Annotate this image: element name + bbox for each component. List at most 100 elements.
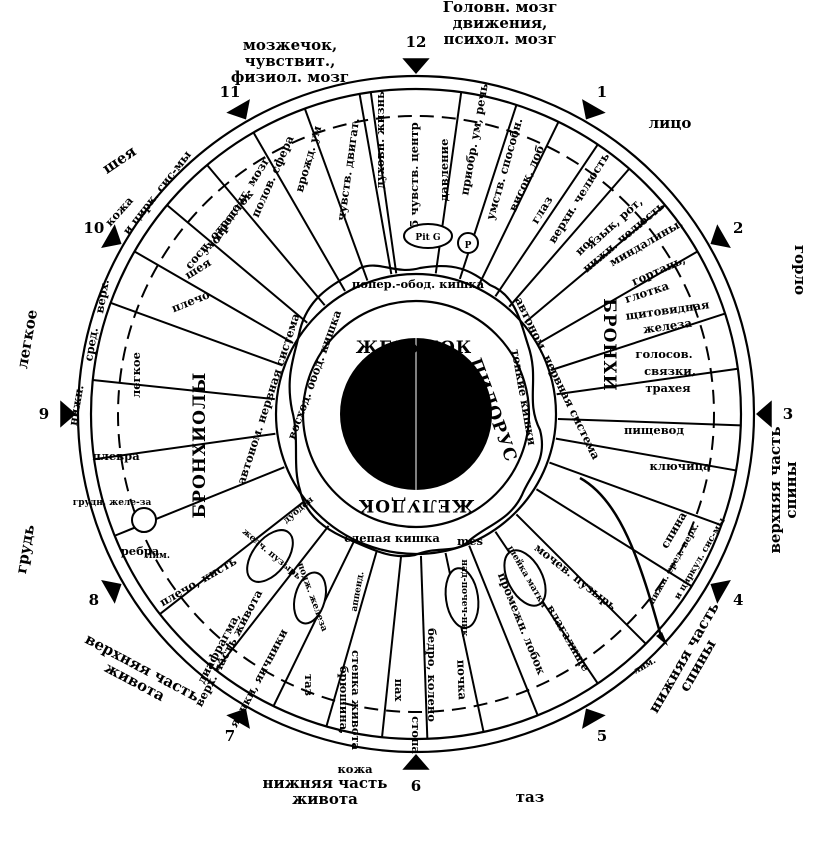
zone-label-stomach_bottom: ЖЕЛУДОК	[358, 495, 474, 515]
spoke-14	[515, 513, 647, 645]
zone-label-kidney: почка	[454, 659, 469, 700]
clock-markers	[60, 58, 772, 770]
zone-label-clavicle: ключица	[649, 459, 711, 473]
zone-label-foot: стопа	[409, 716, 423, 754]
zone-label-p: P	[465, 241, 472, 251]
clock-marker-2	[710, 224, 731, 248]
spoke-10	[557, 417, 741, 427]
zone-label-trachea: трахея	[645, 381, 691, 395]
zone-label-lower: нижн.	[66, 384, 87, 427]
zone-label-transverse: попер.-обод. кишка	[352, 277, 485, 291]
clock-number-10: 10	[83, 219, 104, 237]
spoke-30	[206, 164, 326, 306]
outer-label-throat: горло	[791, 245, 809, 295]
clock-number-8: 8	[89, 591, 99, 609]
clock-marker-6	[402, 754, 430, 770]
clock-marker-1	[582, 99, 606, 120]
zone-label-pit_g: Pit G	[415, 233, 440, 243]
outer-label-face: лицо	[649, 114, 692, 132]
zone-label-groin: пах	[392, 679, 406, 702]
clock-number-1: 1	[597, 83, 607, 101]
zone-label-eye: глаз	[528, 193, 556, 226]
zone-label-appendix: аппенд.	[350, 571, 367, 613]
spoke-18	[419, 555, 429, 739]
zone-label-bronchi: БРОНХИ	[599, 298, 619, 391]
zone-label-ribs: ребра	[121, 544, 160, 558]
zone-label-small_int: тонкие кишки	[509, 348, 540, 447]
stomach-ring	[301, 299, 531, 529]
spoke-13	[535, 488, 693, 588]
zone-label-shoulder: плечо	[169, 287, 212, 315]
clock-marker-8	[101, 580, 122, 604]
outer-label-line: грудь	[12, 523, 38, 575]
adrenal-oval	[444, 567, 480, 629]
spoke-7	[538, 250, 698, 344]
outer-label-line: мозжечок,	[243, 36, 337, 54]
outer-label-line: живота	[292, 790, 358, 808]
clock-number-5: 5	[597, 727, 607, 745]
outer-label-line: Головн. мозг	[443, 0, 558, 16]
outer-label-cerebellum: мозжечок,чувствит.,физиол. мозг	[231, 36, 349, 86]
uterus-oval	[503, 549, 547, 607]
clock-number-4: 4	[733, 591, 743, 609]
spoke-31	[252, 132, 346, 292]
spoke-20	[325, 550, 378, 727]
outer-label-pelvis: таз	[516, 788, 545, 806]
outer-label-upper_abdomen: верхняя частьживота	[75, 630, 203, 720]
clock-marker-9	[60, 400, 76, 428]
zone-label-stomach_top: ЖЕЛУДОК	[356, 338, 472, 358]
outer-ring	[76, 74, 756, 754]
outer-label-upper_back: верхняя частьспины	[766, 426, 800, 553]
outer-label-line: таз	[516, 788, 545, 806]
spoke-25	[94, 432, 276, 461]
zone-label-vocal1: голосов.	[635, 347, 692, 361]
zone-label-vocal2: связки,	[644, 364, 696, 378]
spoke-26	[92, 379, 275, 401]
organ-ovals	[131, 223, 547, 629]
zone-label-vagina: влагалище	[544, 602, 593, 673]
spoke-32	[303, 108, 369, 281]
zone-label-innate: врожд. ум	[292, 124, 324, 194]
zone-label-bronchioles: БРОНХИОЛЫ	[190, 372, 210, 519]
clock-marker-11	[226, 99, 250, 120]
spoke-21	[272, 541, 355, 707]
lymph-dashed-ring	[117, 115, 715, 713]
spoke-12	[549, 461, 722, 527]
zone-label-auto_l: автоном. нервная система	[234, 311, 303, 486]
clock-number-9: 9	[39, 405, 49, 423]
zone-label-spirit: духовн. жизнь	[373, 91, 387, 189]
spoke-11	[555, 437, 737, 472]
zone-label-breast: грудн. желе-за	[73, 498, 152, 508]
p-circle	[457, 232, 479, 254]
zone-label-pleura: плевра	[92, 449, 140, 463]
spoke-4	[494, 144, 599, 297]
spoke-22	[215, 525, 330, 671]
outer-label-chest: грудь	[12, 523, 38, 575]
spoke-23	[159, 500, 305, 615]
zone-label-acquired: приобр. ум, речь	[457, 82, 490, 196]
zone-label-lymph_s: лим.	[146, 551, 170, 561]
outer-ring-inner	[89, 87, 743, 741]
pancreas-oval	[293, 571, 327, 625]
autonomic-wreath	[288, 264, 543, 558]
clock-marker-4	[710, 580, 731, 604]
outer-label-line: лицо	[649, 114, 692, 132]
outer-label-line: шея	[99, 142, 140, 177]
outer-label-line: верхняя часть	[766, 426, 784, 553]
zone-label-pelvis2: таз	[302, 674, 316, 696]
spoke-16	[468, 545, 539, 716]
zone-label-feel: чувств. двигат.	[334, 117, 362, 222]
clock-number-7: 7	[225, 727, 235, 745]
outer-label-line: нижняя часть	[263, 774, 388, 792]
spine-line	[579, 476, 668, 646]
zone-label-abd_wall: стенка живота	[349, 650, 363, 751]
zone-label-lung_in: легкое	[129, 352, 143, 398]
zone-label-thigh: бедро, колено	[425, 628, 439, 722]
spoke-27	[110, 301, 283, 367]
spoke-33	[358, 93, 393, 275]
zone-label-esophagus: пищевод	[624, 423, 684, 437]
